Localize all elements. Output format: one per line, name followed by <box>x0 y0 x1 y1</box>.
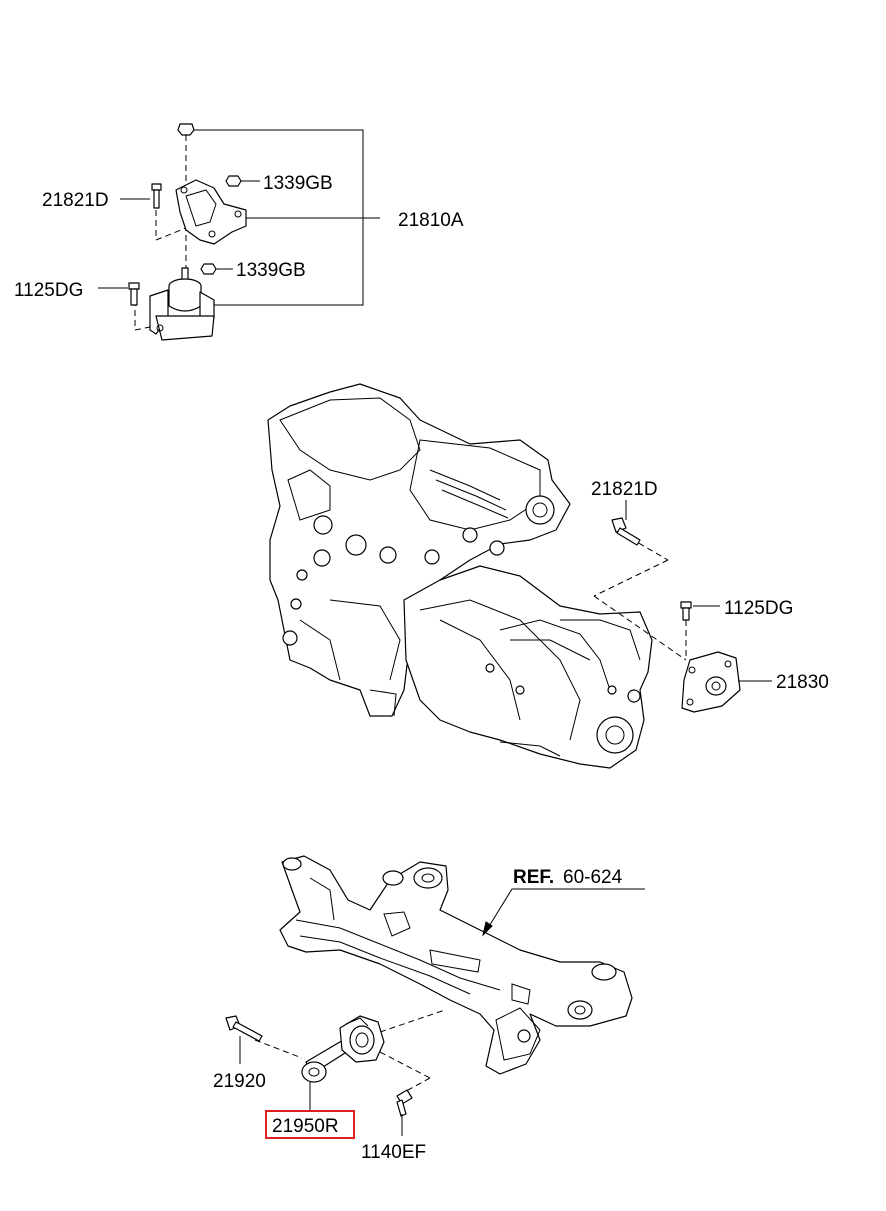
label-1125dg-middle: 1125DG <box>724 598 793 619</box>
transaxle-icon <box>403 565 653 769</box>
label-ref-number: 60-624 <box>563 867 623 888</box>
insulator-mount-icon <box>149 267 215 341</box>
label-ref-prefix: REF. <box>513 867 554 888</box>
bolt-icon <box>396 1089 413 1117</box>
engine-transaxle-assembly <box>267 383 741 769</box>
label-1125dg-top: 1125DG <box>14 280 83 301</box>
bolt-icon <box>225 1015 263 1042</box>
nut-icon <box>200 263 217 275</box>
nut-icon <box>177 123 195 136</box>
nut-icon <box>225 175 242 187</box>
label-21821d-middle: 21821D <box>591 479 658 500</box>
label-21920: 21920 <box>213 1071 266 1092</box>
bolt-icon <box>611 517 641 546</box>
bolt-icon <box>680 601 692 621</box>
label-21810a: 21810A <box>398 210 464 231</box>
highlight-box-21950r <box>265 1110 355 1139</box>
label-21821d-top: 21821D <box>42 190 109 211</box>
transaxle-mount-icon <box>681 651 741 713</box>
subframe-icon <box>279 855 633 1075</box>
bolt-icon <box>128 282 140 306</box>
roll-rod-mount-icon <box>301 1015 385 1083</box>
label-1339gb-top: 1339GB <box>263 173 333 194</box>
engine-block-icon <box>267 383 571 717</box>
top-mount-assembly <box>128 123 380 341</box>
label-21950r[interactable]: 21950R <box>272 1116 339 1137</box>
mount-bracket-icon <box>175 179 247 245</box>
label-1339gb-bottom: 1339GB <box>236 260 306 281</box>
label-1140ef: 1140EF <box>361 1142 426 1163</box>
subframe-assembly <box>225 855 645 1117</box>
label-21830: 21830 <box>776 672 829 693</box>
bolt-icon <box>151 183 162 209</box>
